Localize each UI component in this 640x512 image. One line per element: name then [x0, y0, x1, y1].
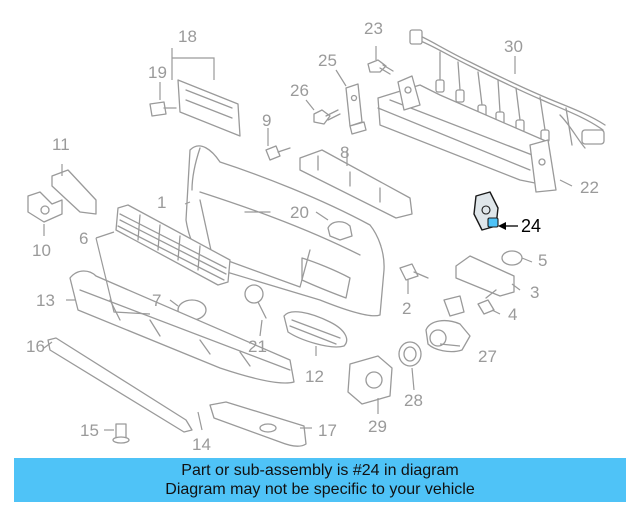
part-6-lower-grille[interactable]	[115, 204, 231, 286]
callout-12[interactable]: 12	[305, 367, 324, 386]
callout-leader-lines	[43, 46, 573, 431]
part-3-side-bracket[interactable]	[455, 255, 515, 297]
callout-10[interactable]: 10	[32, 241, 51, 260]
part-4-bolt[interactable]	[477, 289, 497, 315]
part-28-sensor-ring[interactable]	[398, 341, 422, 367]
part-13-lower-valance[interactable]	[69, 270, 295, 384]
callout-14[interactable]: 14	[192, 435, 211, 454]
callout-25[interactable]: 25	[318, 51, 337, 70]
callout-19[interactable]: 19	[148, 63, 167, 82]
callout-13[interactable]: 13	[36, 291, 55, 310]
part-20-tow-cap[interactable]	[327, 221, 353, 241]
callout-27[interactable]: 27	[478, 347, 497, 366]
callout-numbers: 1 2 3 4 5 6 7 8 9 10 11 12 13 14 15 16 1…	[26, 19, 599, 454]
callout-29[interactable]: 29	[368, 417, 387, 436]
part-18-license-bracket[interactable]	[177, 79, 241, 137]
callout-15[interactable]: 15	[80, 421, 99, 440]
part-24-highlighted-bracket[interactable]	[473, 191, 499, 231]
part-16-lower-trim[interactable]	[47, 337, 193, 433]
callout-20[interactable]: 20	[290, 203, 309, 222]
callout-11[interactable]: 11	[52, 135, 70, 154]
part-23-bolt[interactable]	[367, 59, 394, 75]
part-5-clip[interactable]	[501, 250, 523, 266]
part-1-bumper-cover[interactable]	[185, 145, 385, 317]
part-8-upper-bracket[interactable]	[299, 149, 413, 219]
callout-9[interactable]: 9	[262, 111, 271, 130]
callout-17[interactable]: 17	[318, 421, 337, 440]
part-10-sensor-bracket[interactable]	[27, 191, 63, 223]
part-17-trim-panel[interactable]	[209, 401, 307, 447]
callout-23[interactable]: 23	[364, 19, 383, 38]
callout-4[interactable]: 4	[508, 305, 517, 324]
part-26-bolt[interactable]	[313, 109, 341, 125]
callout-6[interactable]: 6	[79, 229, 88, 248]
part-9-screw[interactable]	[265, 145, 291, 161]
callout-1[interactable]: 1	[157, 193, 166, 212]
callout-18[interactable]: 18	[178, 27, 197, 46]
part-2-bolt[interactable]	[399, 263, 429, 281]
callout-30[interactable]: 30	[504, 37, 523, 56]
part-info-banner: Part or sub-assembly is #24 in diagram D…	[14, 458, 626, 502]
part-25-bracket[interactable]	[345, 83, 367, 135]
part-27-parking-sensor[interactable]	[425, 295, 471, 353]
part-15-clip[interactable]	[112, 423, 130, 444]
callout-26[interactable]: 26	[290, 81, 309, 100]
part-22-reinforcement-bar[interactable]	[377, 75, 557, 193]
callout-3[interactable]: 3	[530, 283, 539, 302]
callout-7[interactable]: 7	[152, 291, 161, 310]
callout-24[interactable]: 24	[521, 216, 541, 236]
banner-line-part-number: Part or sub-assembly is #24 in diagram	[181, 462, 459, 479]
callout-2[interactable]: 2	[402, 299, 411, 318]
part-12-fog-grille[interactable]	[283, 311, 348, 348]
callout-21[interactable]: 21	[248, 337, 267, 356]
callout-16[interactable]: 16	[26, 337, 45, 356]
part-21-tow-hook[interactable]	[244, 284, 267, 319]
callout-8[interactable]: 8	[340, 143, 349, 162]
callout-5[interactable]: 5	[538, 251, 547, 270]
callout-22[interactable]: 22	[580, 178, 599, 197]
part-11-bracket[interactable]	[51, 169, 97, 215]
part-19-push-clip[interactable]	[149, 101, 177, 117]
banner-line-disclaimer: Diagram may not be specific to your vehi…	[165, 481, 475, 498]
part-29-sensor-holder[interactable]	[347, 355, 393, 405]
callout-28[interactable]: 28	[404, 391, 423, 410]
